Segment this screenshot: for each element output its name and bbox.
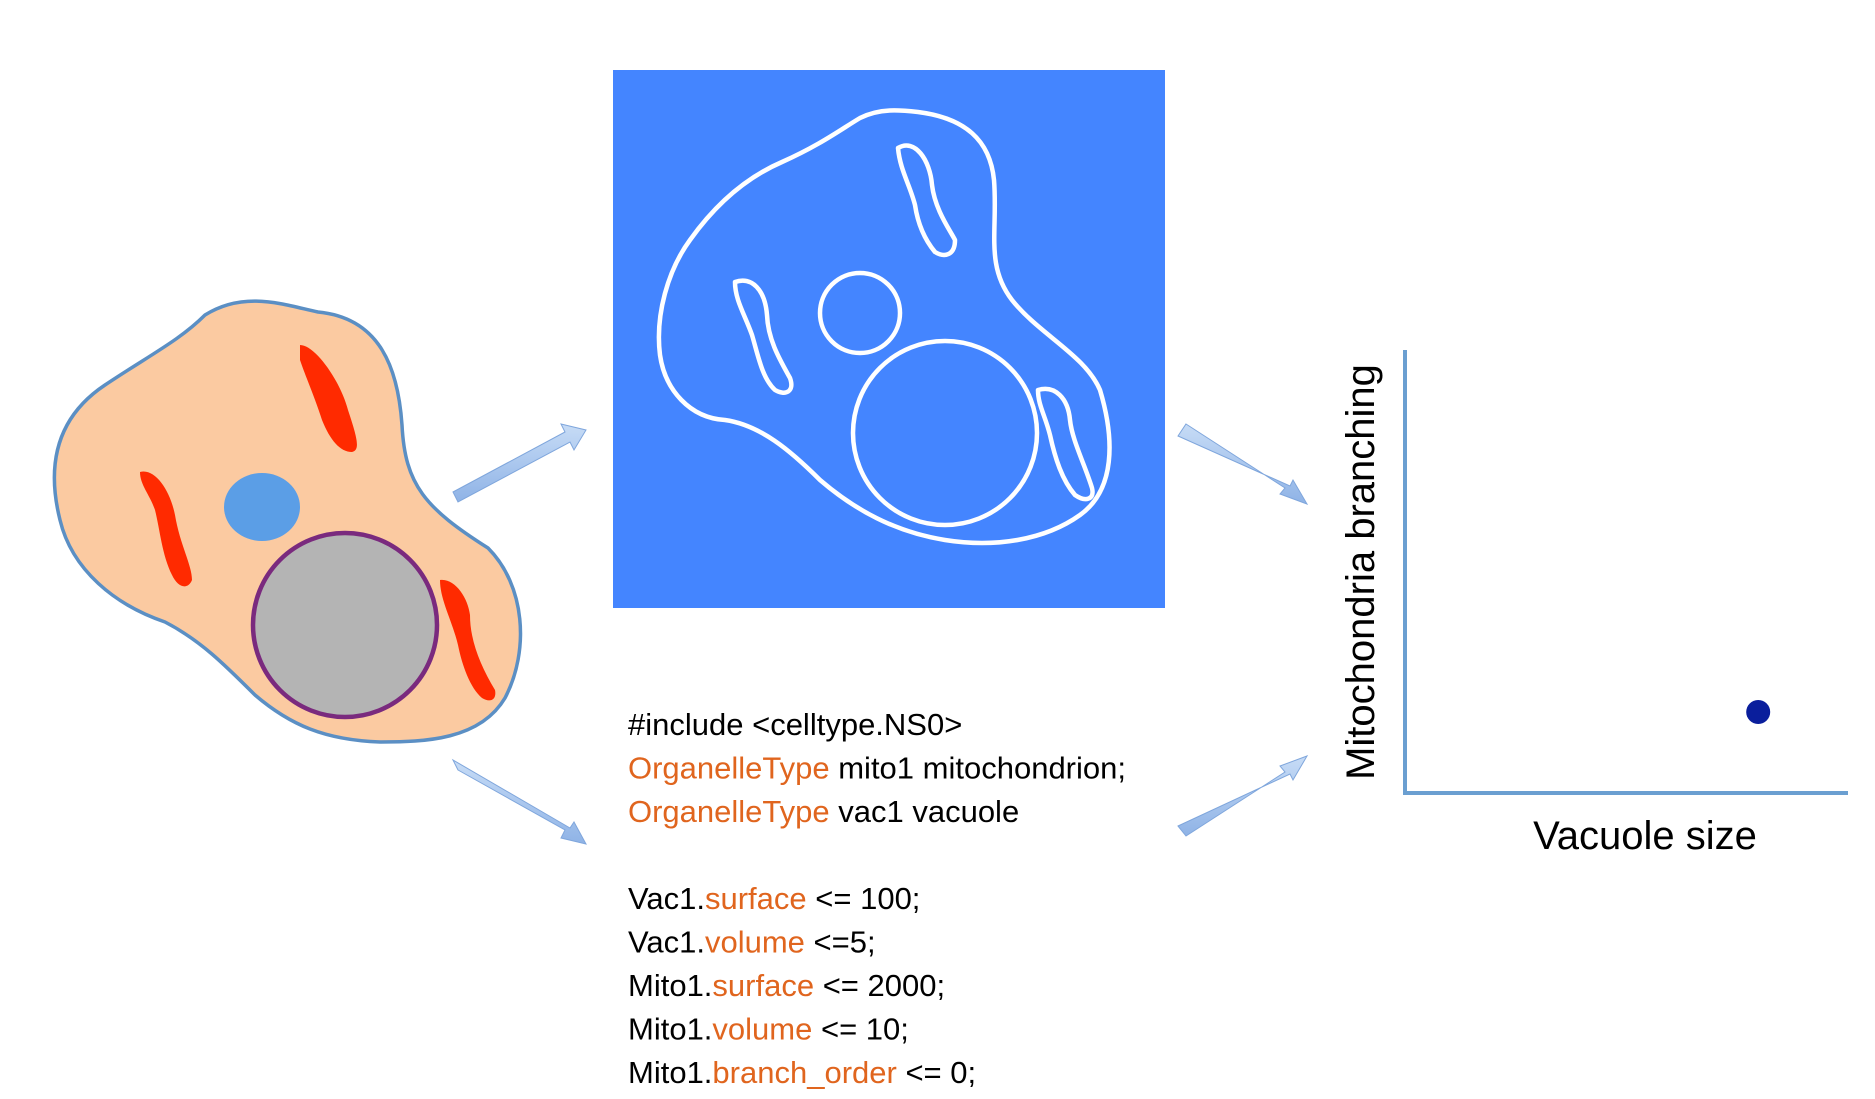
code-keyword: surface bbox=[705, 881, 807, 916]
code-line: OrganelleType mito1 mitochondrion; bbox=[628, 751, 1126, 786]
arrow-image-to-plot bbox=[1177, 423, 1309, 505]
code-keyword: OrganelleType bbox=[628, 751, 830, 786]
code-text: Mito1. bbox=[628, 1012, 712, 1047]
arrow-right-icon bbox=[451, 758, 587, 845]
code-line: Mito1.surface <= 2000; bbox=[628, 968, 945, 1003]
segmented-small-vacuole bbox=[817, 270, 903, 356]
x-axis-label: Vacuole size bbox=[1533, 814, 1757, 858]
mitochondrion-right bbox=[440, 579, 496, 701]
y-axis-label: Mitochondria branching bbox=[1339, 364, 1383, 780]
code-text: <= 10; bbox=[812, 1012, 909, 1047]
segmented-mitochondrion-right bbox=[1035, 386, 1095, 502]
code-text: <= 0; bbox=[897, 1055, 976, 1090]
data-point-icon bbox=[1746, 699, 1771, 724]
code-line: Vac1.volume <=5; bbox=[628, 925, 876, 960]
code-line: #include <celltype.NS0> bbox=[628, 707, 962, 742]
code-text: <=5; bbox=[805, 925, 876, 960]
code-text: mito1 mitochondrion; bbox=[830, 751, 1126, 786]
points-layer bbox=[1746, 699, 1771, 724]
code-line: Mito1.branch_order <= 0; bbox=[628, 1055, 976, 1090]
segmented-cell-outline-icon bbox=[613, 70, 1165, 608]
cell-illustration-icon bbox=[52, 299, 523, 744]
segmented-large-vacuole bbox=[850, 338, 1040, 528]
arrow-cell-to-code bbox=[451, 758, 587, 845]
arrow-right-icon bbox=[1177, 755, 1309, 837]
arrow-code-to-plot bbox=[1177, 755, 1309, 837]
code-keyword: volume bbox=[712, 1012, 812, 1047]
code-keyword: volume bbox=[705, 925, 805, 960]
code-text: Mito1. bbox=[628, 1055, 712, 1090]
code-keyword: OrganelleType bbox=[628, 794, 830, 829]
segmented-mitochondrion-top bbox=[895, 143, 958, 258]
code-line: OrganelleType vac1 vacuole bbox=[628, 794, 1019, 829]
mitochondrion-left bbox=[140, 471, 192, 587]
scatter-plot: Mitochondria branching Vacuole size bbox=[1339, 350, 1848, 858]
code-text: vac1 vacuole bbox=[830, 794, 1020, 829]
code-text: <= 100; bbox=[807, 881, 921, 916]
mitochondrion-top bbox=[300, 345, 357, 452]
arrow-cell-to-image bbox=[452, 423, 587, 503]
constraint-code-block: #include <celltype.NS0> OrganelleType mit… bbox=[628, 707, 1126, 1090]
small-vacuole bbox=[224, 473, 300, 541]
arrow-right-icon bbox=[1177, 423, 1309, 505]
segmented-cell-outline bbox=[656, 108, 1112, 546]
code-text: Mito1. bbox=[628, 968, 712, 1003]
arrow-right-icon bbox=[452, 423, 587, 503]
code-keyword: branch_order bbox=[712, 1055, 896, 1090]
code-text: Vac1. bbox=[628, 881, 705, 916]
segmented-mitochondrion-left bbox=[732, 278, 794, 395]
large-vacuole bbox=[250, 530, 440, 720]
code-text: Vac1. bbox=[628, 925, 705, 960]
code-line: Mito1.volume <= 10; bbox=[628, 1012, 909, 1047]
code-keyword: surface bbox=[712, 968, 814, 1003]
code-line: Vac1.surface <= 100; bbox=[628, 881, 920, 916]
code-text: <= 2000; bbox=[814, 968, 945, 1003]
code-text: #include <celltype.NS0> bbox=[628, 707, 962, 742]
